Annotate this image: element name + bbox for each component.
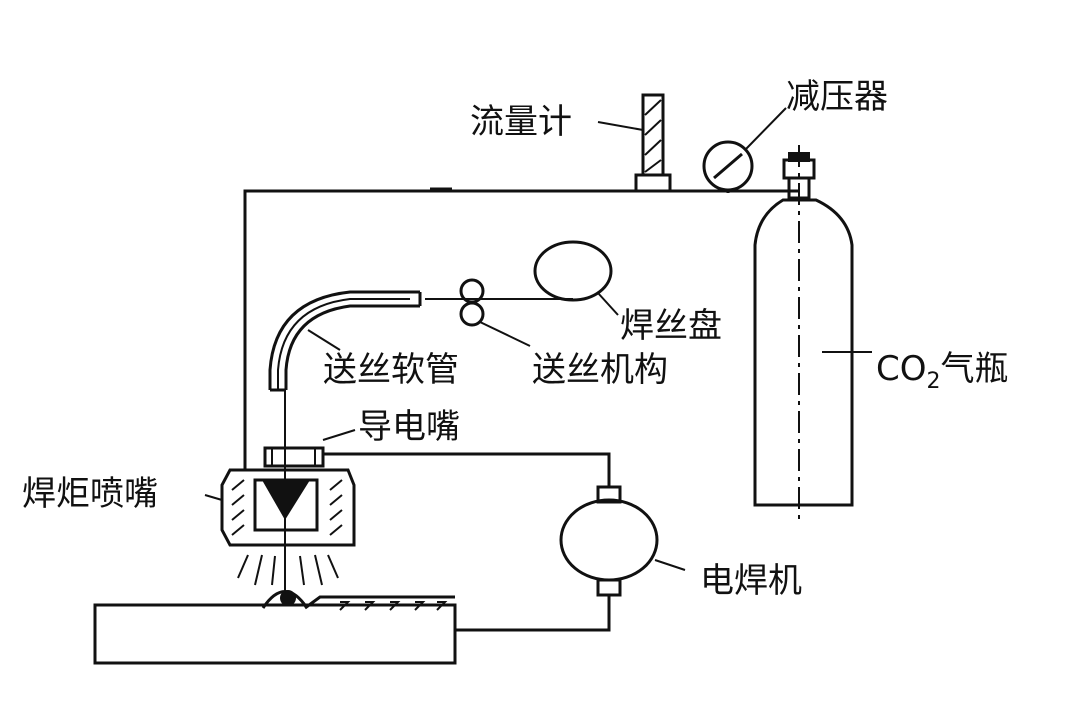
co2-formula-co: CO (876, 349, 927, 389)
wire-feeder-label: 送丝机构 (532, 350, 668, 390)
gas-pipeline (243, 187, 800, 470)
electrical-wiring (323, 452, 611, 632)
wire-feed-hose (268, 290, 422, 392)
weld-pool (261, 590, 309, 609)
wire-reel (533, 240, 619, 316)
torch-nozzle-label: 焊炬喷嘴 (22, 474, 158, 514)
torch-nozzle (204, 468, 356, 547)
contact-tip-label: 导电嘴 (358, 407, 460, 447)
workpiece (93, 595, 457, 665)
wire-hose-label: 送丝软管 (323, 350, 459, 390)
gas-flow-lines (237, 554, 339, 586)
co2-cylinder-word: 气瓶 (941, 349, 1009, 389)
welding-power-supply (559, 485, 686, 597)
regulator-label: 减压器 (786, 77, 888, 117)
wire-reel-label: 焊丝盘 (620, 306, 722, 346)
wire-feeder (459, 278, 531, 347)
co2-cylinder (753, 145, 872, 520)
welder-label: 电焊机 (700, 561, 802, 601)
co2-cylinder-label: CO2气瓶 (876, 349, 1009, 394)
pressure-regulator (702, 107, 787, 193)
flowmeter (597, 93, 672, 193)
co2-formula-subscript: 2 (927, 369, 941, 394)
contact-tip (263, 429, 356, 468)
flowmeter-label: 流量计 (470, 102, 572, 142)
